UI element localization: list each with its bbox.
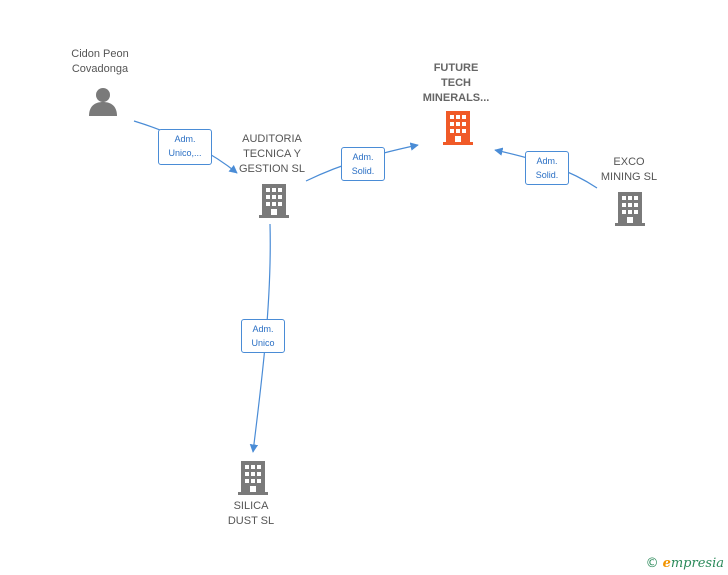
- brand-name: mpresia: [670, 556, 724, 571]
- person-icon[interactable]: [88, 86, 118, 116]
- copyright-symbol: ©: [645, 556, 659, 571]
- node-label-future[interactable]: FUTURE TECH MINERALS...: [422, 62, 490, 104]
- brand-initial: e: [662, 556, 671, 571]
- node-label-auditoria[interactable]: AUDITORIA TECNICA Y GESTION SL: [238, 133, 306, 175]
- building-highlight-icon[interactable]: [443, 111, 473, 145]
- edge-label-exco-future[interactable]: Adm. Solid.: [525, 151, 569, 185]
- edge-label-auditoria-future[interactable]: Adm. Solid.: [341, 147, 385, 181]
- building-icon[interactable]: [615, 192, 645, 226]
- node-label-exco[interactable]: EXCO MINING SL: [600, 156, 658, 183]
- building-icon[interactable]: [238, 461, 268, 495]
- building-icon[interactable]: [259, 184, 289, 218]
- empresia-logo[interactable]: ©empresia: [646, 556, 724, 571]
- edge-label-person-auditoria[interactable]: Adm. Unico,...: [158, 129, 212, 165]
- node-label-person[interactable]: Cidon Peon Covadonga: [71, 48, 129, 75]
- node-label-silica[interactable]: SILICA DUST SL: [227, 500, 275, 527]
- edge-label-auditoria-silica[interactable]: Adm. Unico: [241, 319, 285, 353]
